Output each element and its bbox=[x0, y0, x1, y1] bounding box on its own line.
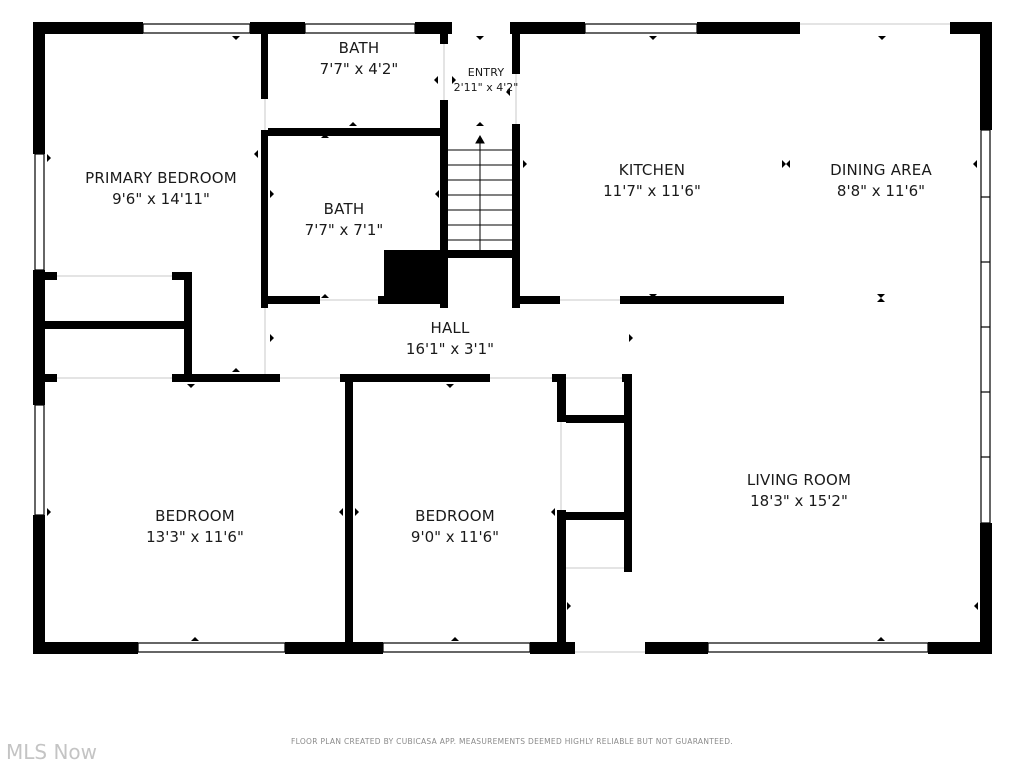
wall-closet-top-a bbox=[45, 272, 57, 280]
windows bbox=[34, 23, 991, 653]
room-dimensions: 7'7" x 7'1" bbox=[304, 221, 384, 239]
room-name: KITCHEN bbox=[618, 161, 686, 179]
room-label-hall: HALL 16'1" x 3'1" bbox=[406, 319, 494, 358]
wall-hall-bottom-left-b bbox=[172, 374, 280, 382]
room-name: BEDROOM bbox=[415, 507, 495, 525]
room-label-entry: ENTRY 2'11" x 4'2" bbox=[454, 66, 519, 94]
wall-closet-right-side bbox=[624, 374, 632, 572]
wall-closet-shelf bbox=[45, 321, 184, 329]
wall-hall-top-a bbox=[268, 296, 320, 304]
wall-kitchen-bottom-b bbox=[620, 296, 784, 304]
window-left-bedroom bbox=[34, 404, 45, 516]
wall-bedroom-mid-right-b bbox=[557, 510, 566, 642]
outer-wall-right-bottom bbox=[980, 523, 992, 654]
room-name: BATH bbox=[338, 39, 380, 57]
outer-wall-top-d bbox=[697, 22, 800, 34]
room-dimensions: 7'7" x 4'2" bbox=[319, 60, 399, 78]
window-bottom-bedroom-left bbox=[137, 642, 286, 653]
room-name: ENTRY bbox=[467, 66, 505, 79]
room-dimensions: 8'8" x 11'6" bbox=[836, 182, 926, 200]
outer-wall-bottom-a bbox=[33, 642, 138, 654]
wall-entry-right-b bbox=[512, 124, 520, 308]
window-bottom-living bbox=[707, 642, 929, 653]
window-left-primary bbox=[34, 153, 45, 271]
dimension-markers bbox=[47, 36, 978, 641]
wall-closet-top-b bbox=[172, 272, 192, 280]
window-top-kitchen bbox=[584, 23, 698, 34]
room-dimensions: 9'6" x 14'11" bbox=[112, 190, 210, 208]
room-label-kitchen: KITCHEN 11'7" x 11'6" bbox=[603, 161, 701, 200]
outer-wall-top-b bbox=[415, 22, 452, 34]
room-label-bedroom-left: BEDROOM 13'3" x 11'6" bbox=[146, 507, 244, 546]
window-top-bath bbox=[304, 23, 416, 34]
room-dimensions: 16'1" x 3'1" bbox=[405, 340, 495, 358]
room-label-dining-area: DINING AREA 8'8" x 11'6" bbox=[830, 161, 932, 200]
room-dimensions: 13'3" x 11'6" bbox=[146, 528, 244, 546]
outer-wall-bottom-c bbox=[530, 642, 575, 654]
outer-wall-left-bottom bbox=[33, 515, 45, 654]
disclaimer-text: FLOOR PLAN CREATED BY CUBICASA APP. MEAS… bbox=[291, 737, 733, 746]
room-label-living-room: LIVING ROOM 18'3" x 15'2" bbox=[747, 471, 851, 510]
room-dimensions: 18'3" x 15'2" bbox=[750, 492, 848, 510]
room-name: BATH bbox=[323, 200, 365, 218]
openings bbox=[57, 23, 950, 653]
outer-wall-bottom-b bbox=[285, 642, 383, 654]
room-dimensions: 11'7" x 11'6" bbox=[603, 182, 701, 200]
room-label-bath-mid: BATH 7'7" x 7'1" bbox=[305, 200, 384, 239]
wall-bedroom-mid-right-a bbox=[557, 374, 566, 422]
room-dimensions: 2'11" x 4'2" bbox=[453, 81, 519, 94]
outer-wall-top-left bbox=[33, 22, 143, 34]
room-label-bedroom-mid: BEDROOM 9'0" x 11'6" bbox=[411, 507, 499, 546]
wall-bath-left-b bbox=[261, 130, 268, 308]
outer-wall-right-top bbox=[980, 22, 992, 130]
wall-bath-right-b bbox=[440, 100, 448, 308]
room-label-primary-bedroom: PRIMARY BEDROOM 9'6" x 14'11" bbox=[85, 169, 237, 208]
wall-stair-bottom bbox=[444, 250, 514, 258]
wall-closet-shelf-a bbox=[566, 415, 624, 423]
wall-bath-left-a bbox=[261, 34, 268, 99]
wall-hall-bottom-mid bbox=[340, 374, 490, 382]
outer-wall-left-mid bbox=[33, 270, 45, 405]
room-dimensions: 9'0" x 11'6" bbox=[410, 528, 500, 546]
window-bottom-bedroom-mid bbox=[382, 642, 531, 653]
wall-kitchen-bottom-a bbox=[520, 296, 560, 304]
watermark-text: MLS Now bbox=[6, 740, 98, 764]
room-name: HALL bbox=[430, 319, 470, 337]
room-name: PRIMARY BEDROOM bbox=[85, 169, 237, 187]
wall-bath-right-a bbox=[440, 34, 448, 44]
room-label-bath-top: BATH 7'7" x 4'2" bbox=[320, 39, 399, 78]
stairs bbox=[448, 134, 512, 250]
wall-closet-shelf-b bbox=[566, 512, 624, 520]
window-top-primary bbox=[142, 23, 251, 34]
outer-wall-bottom-e bbox=[928, 642, 992, 654]
room-name: BEDROOM bbox=[155, 507, 235, 525]
wall-hall-bottom-left-a bbox=[33, 374, 57, 382]
outer-wall-top-c bbox=[510, 22, 585, 34]
wall-closet-right bbox=[184, 272, 192, 382]
wall-bedroom-divider bbox=[345, 374, 353, 642]
room-name: LIVING ROOM bbox=[746, 471, 852, 489]
wall-bath-divider bbox=[268, 128, 444, 136]
outer-wall-bottom-d bbox=[645, 642, 708, 654]
walls bbox=[33, 22, 992, 654]
outer-wall-left-top bbox=[33, 22, 45, 154]
room-name: DINING AREA bbox=[830, 161, 932, 179]
wall-hall-top-b bbox=[378, 296, 448, 304]
wall-entry-right-a bbox=[512, 34, 520, 74]
cabinet-block bbox=[384, 250, 444, 302]
outer-wall-top-a bbox=[250, 22, 305, 34]
